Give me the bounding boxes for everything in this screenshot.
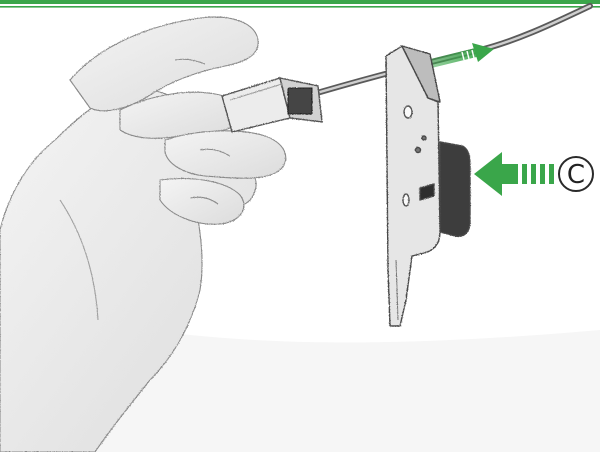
push-arrow-icon — [474, 152, 554, 196]
bracket-part — [386, 46, 470, 326]
callout-circle-icon: C — [559, 157, 593, 191]
callout-label: C — [567, 160, 585, 190]
top-border — [0, 0, 600, 8]
